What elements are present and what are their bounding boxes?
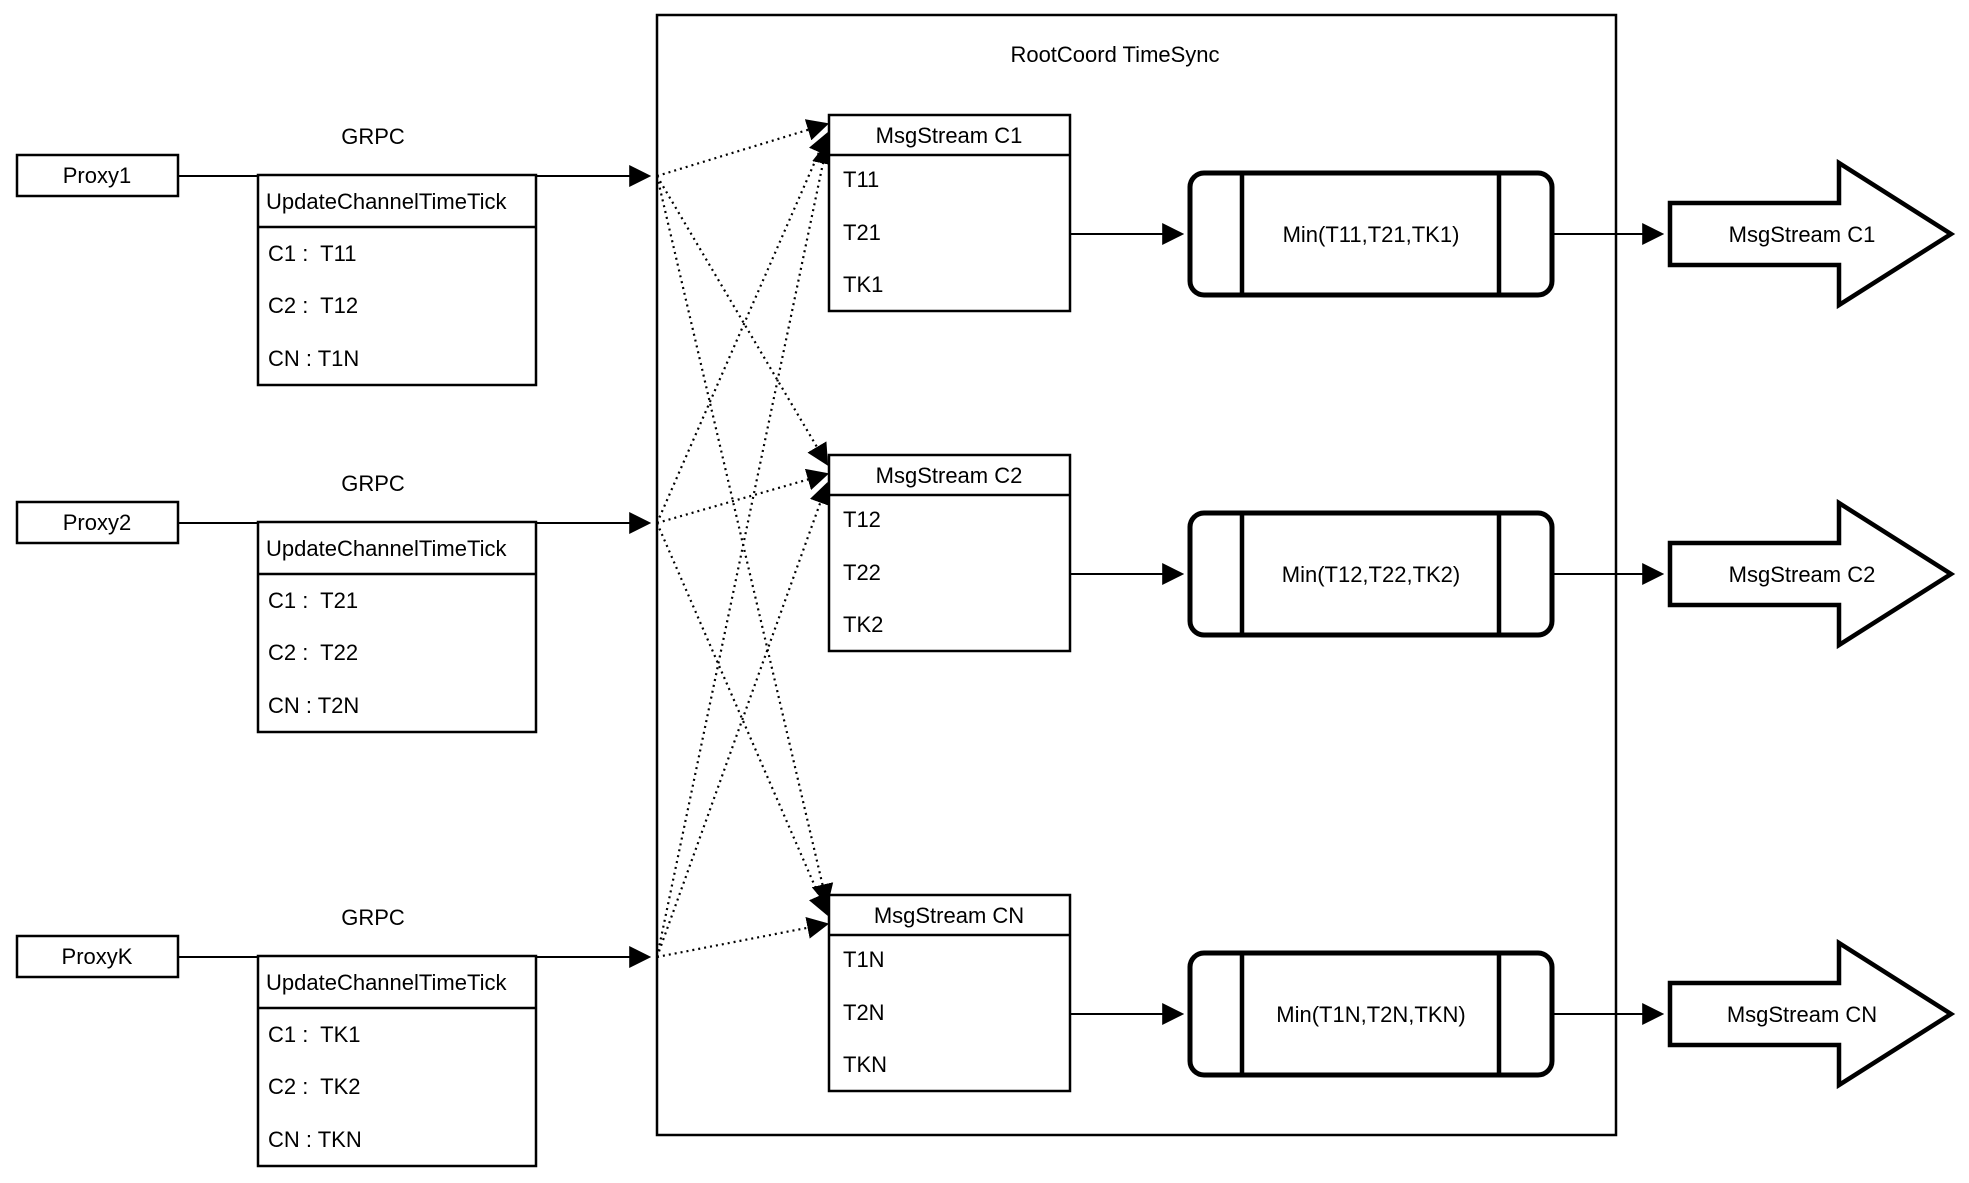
min-process-c2: Min(T12,T22,TK2) xyxy=(1187,510,1555,638)
dotted-arrow-pk-cn xyxy=(656,916,830,959)
min-box-c1 xyxy=(1187,170,1555,298)
proxy1-row-c2: C2 : T12 xyxy=(268,293,358,318)
proxyk-box xyxy=(15,934,180,979)
msgstream-c1-tick-3: TK1 xyxy=(843,272,883,297)
stream-to-min-connectors xyxy=(1070,223,1185,1025)
container-title: RootCoord TimeSync xyxy=(1010,42,1219,67)
proxyk-row-c1: C1 : TK1 xyxy=(268,1022,361,1047)
proxy1-row-c1: C1 : T11 xyxy=(268,241,356,266)
msgstream-cn-title: MsgStream CN xyxy=(874,903,1024,928)
msgstream-c2-tick-3: TK2 xyxy=(843,612,883,637)
proxyk-table-title: UpdateChannelTimeTick xyxy=(266,970,507,995)
msgstream-cn-tick-3: TKN xyxy=(843,1052,887,1077)
proxyk-row-cn: CN : TKN xyxy=(268,1127,362,1152)
msgstream-c1-group: MsgStream C1 T11 T21 TK1 xyxy=(827,113,1072,313)
dotted-arrow-p1-c2 xyxy=(656,175,829,466)
output-arrow-cn: MsgStream CN xyxy=(1667,938,1956,1090)
output-arrow-c1: MsgStream C1 xyxy=(1667,158,1956,310)
output-arrow-shape-c2 xyxy=(1667,498,1956,650)
msgstream-cn-table xyxy=(827,893,1072,1093)
min-label-c1: Min(T11,T21,TK1) xyxy=(1283,222,1460,247)
proxy1-row-cn: CN : T1N xyxy=(268,346,359,371)
proxy2-row-c1: C1 : T21 xyxy=(268,588,358,613)
msgstream-c2-group: MsgStream C2 T12 T22 TK2 xyxy=(827,453,1072,653)
output-arrow-c2: MsgStream C2 xyxy=(1667,498,1956,650)
proxyk-label: ProxyK xyxy=(62,944,133,969)
msgstream-cn-tick-1: T1N xyxy=(843,947,885,972)
msgstream-c2-table xyxy=(827,453,1072,653)
proxy1-box xyxy=(15,153,180,198)
output-arrow-label-c1: MsgStream C1 xyxy=(1729,222,1876,247)
output-arrow-label-c2: MsgStream C2 xyxy=(1729,562,1876,587)
dotted-arrow-p2-c2 xyxy=(656,468,830,525)
proxyk-timetick-table xyxy=(256,954,538,1168)
min-box-cn xyxy=(1187,950,1555,1078)
msgstream-c1-title: MsgStream C1 xyxy=(876,123,1023,148)
dotted-arrow-p2-cn xyxy=(655,522,830,917)
min-to-output-connectors xyxy=(1552,223,1665,1025)
msgstream-c2-tick-1: T12 xyxy=(843,507,881,532)
output-arrow-label-cn: MsgStream CN xyxy=(1727,1002,1877,1027)
proxy2-group: Proxy2 GRPC UpdateChannelTimeTick C1 : T… xyxy=(15,471,538,734)
msgstream-cn-group: MsgStream CN T1N T2N TKN xyxy=(827,893,1072,1093)
proxy2-table-title: UpdateChannelTimeTick xyxy=(266,536,507,561)
proxy2-row-c2: C2 : T22 xyxy=(268,640,358,665)
msgstream-c2-title: MsgStream C2 xyxy=(876,463,1023,488)
min-process-c1: Min(T11,T21,TK1) xyxy=(1187,170,1555,298)
proxy1-label: Proxy1 xyxy=(63,163,131,188)
min-label-c2: Min(T12,T22,TK2) xyxy=(1282,562,1461,587)
proxy1-table-title: UpdateChannelTimeTick xyxy=(266,189,507,214)
min-process-cn: Min(T1N,T2N,TKN) xyxy=(1187,950,1555,1078)
grpc-label-1: GRPC xyxy=(341,124,405,149)
proxy2-row-cn: CN : T2N xyxy=(268,693,359,718)
proxyk-row-c2: C2 : TK2 xyxy=(268,1074,361,1099)
output-arrow-shape-cn xyxy=(1667,938,1956,1090)
min-box-c2 xyxy=(1187,510,1555,638)
msgstream-c1-tick-2: T21 xyxy=(843,220,881,245)
dotted-arrow-p1-cn xyxy=(655,175,834,907)
output-arrow-shape-c1 xyxy=(1667,158,1956,310)
min-label-cn: Min(T1N,T2N,TKN) xyxy=(1276,1002,1465,1027)
proxy1-group: Proxy1 GRPC UpdateChannelTimeTick C1 : T… xyxy=(15,124,538,387)
msgstream-c1-table xyxy=(827,113,1072,313)
dotted-broadcast-arrows xyxy=(655,119,834,959)
grpc-label-2: GRPC xyxy=(341,471,405,496)
msgstream-c2-tick-2: T22 xyxy=(843,560,881,585)
proxy2-label: Proxy2 xyxy=(63,510,131,535)
proxy1-timetick-table xyxy=(256,173,538,387)
msgstream-cn-tick-2: T2N xyxy=(843,1000,885,1025)
msgstream-c1-tick-1: T11 xyxy=(843,167,879,192)
dotted-arrow-p2-c1 xyxy=(655,131,830,524)
grpc-label-3: GRPC xyxy=(341,905,405,930)
proxyk-group: ProxyK GRPC UpdateChannelTimeTick C1 : T… xyxy=(15,905,538,1168)
proxy2-timetick-table xyxy=(256,520,538,734)
dotted-arrow-p1-c1 xyxy=(656,119,830,178)
dotted-arrow-pk-c1 xyxy=(655,141,834,958)
proxy2-box xyxy=(15,500,180,545)
dotted-arrow-pk-c2 xyxy=(655,481,831,958)
